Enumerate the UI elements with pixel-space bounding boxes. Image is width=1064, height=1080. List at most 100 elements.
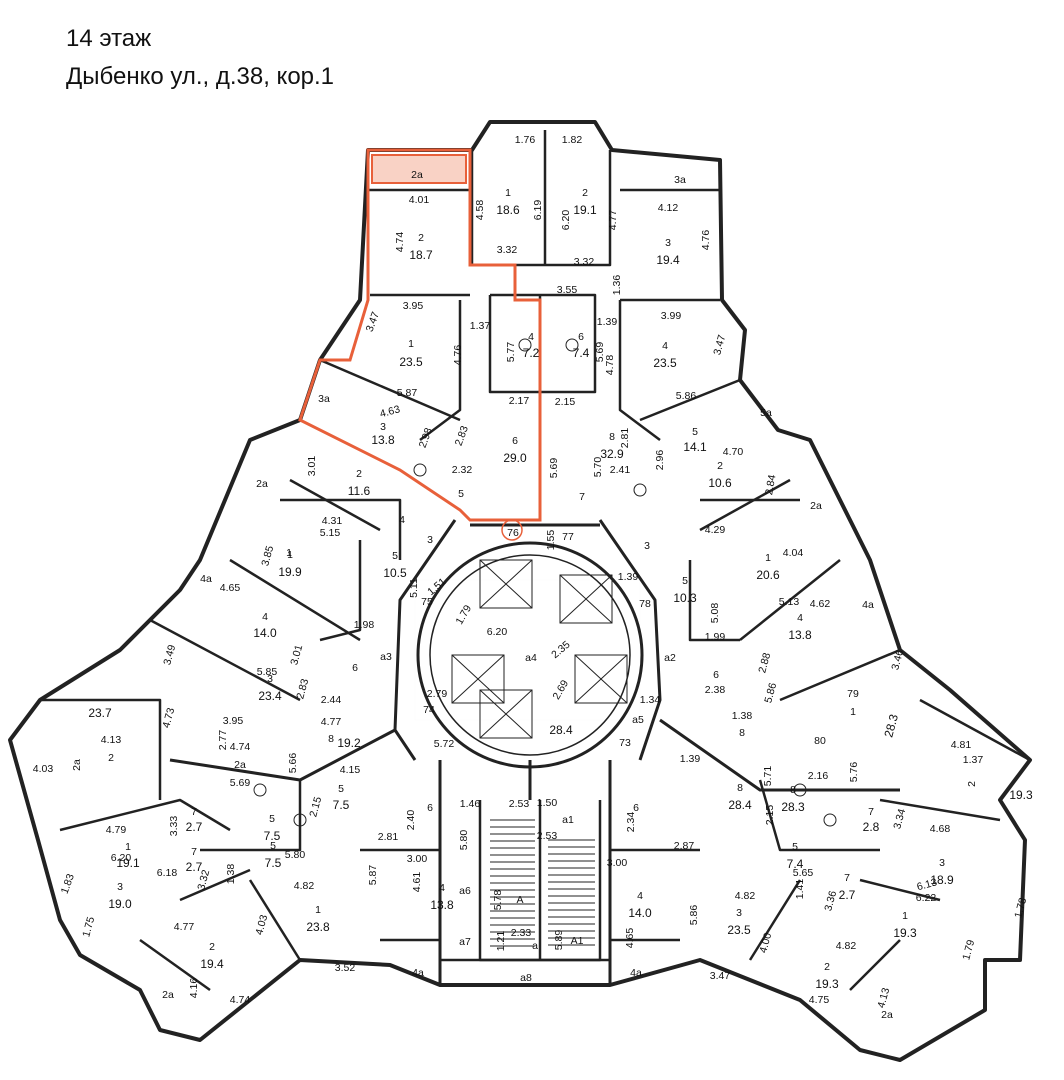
plan-label: a4 <box>525 652 537 664</box>
elevator-shaft <box>559 574 613 624</box>
plan-label: 4.16 <box>188 978 200 999</box>
plan-label: 78 <box>639 598 651 610</box>
plan-label: 6.22 <box>916 892 937 904</box>
plan-label: 3.32 <box>195 868 212 891</box>
plan-label: 4.74 <box>230 741 251 753</box>
plan-label: 1.75 <box>80 915 97 938</box>
plan-label: 5.76 <box>848 762 860 783</box>
highlight-balcony-fill <box>371 154 467 184</box>
plan-label: 5.85 <box>257 666 278 678</box>
sanitary-fixture <box>793 783 807 797</box>
plan-label: 1.50 <box>537 797 558 809</box>
sanitary-fixture <box>293 813 307 827</box>
plan-label: 2.83 <box>453 424 471 447</box>
plan-label: 5.78 <box>492 890 504 911</box>
plan-label: 4.65 <box>220 582 241 594</box>
plan-label: 2.79 <box>427 688 448 700</box>
plan-label: 2.34 <box>625 812 637 833</box>
plan-label: 4 <box>528 331 534 343</box>
wall-line <box>280 498 402 560</box>
plan-label: 3.00 <box>607 857 628 869</box>
plan-label: 19.4 <box>200 957 224 971</box>
plan-label: 1.79 <box>960 938 977 961</box>
wall-line <box>229 558 361 642</box>
plan-label: 2a <box>810 500 822 512</box>
plan-label: 4.62 <box>810 598 831 610</box>
plan-label: 4.13 <box>875 986 892 1009</box>
plan-label: a8 <box>520 972 532 984</box>
plan-label: 5.15 <box>320 527 341 539</box>
plan-label: 5 <box>682 575 688 587</box>
plan-label: 7.4 <box>787 857 804 871</box>
plan-label: 2 <box>209 941 215 953</box>
plan-label: 1.78 <box>1012 896 1029 919</box>
plan-label: 1.37 <box>963 754 984 766</box>
plan-label: 1 <box>505 187 511 199</box>
plan-label: 14.0 <box>253 626 277 640</box>
plan-label: 5 <box>269 813 275 825</box>
plan-label: 10.5 <box>383 566 407 580</box>
plan-label: 1.37 <box>470 320 491 332</box>
plan-label: 8 <box>790 784 796 796</box>
plan-label: 4.63 <box>379 403 402 420</box>
wall-line <box>639 378 741 422</box>
plan-label: 7.4 <box>573 346 590 360</box>
plan-label: 2.32 <box>452 464 473 476</box>
plan-label: 3.01 <box>288 643 305 666</box>
plan-label: 4 <box>399 514 405 526</box>
plan-label: 7.2 <box>523 346 540 360</box>
plan-label: 5.08 <box>709 603 721 624</box>
plan-label: 3 <box>267 673 273 685</box>
plan-label: 75 <box>421 596 433 608</box>
plan-label: 5.69 <box>594 342 606 363</box>
plan-label: 3 <box>380 421 386 433</box>
plan-label: 3 <box>939 857 945 869</box>
plan-label: 4.03 <box>33 763 54 775</box>
plan-label: 4 <box>797 612 803 624</box>
plan-label: 4.61 <box>411 872 423 893</box>
plan-label: 7 <box>868 806 874 818</box>
plan-label: 4.78 <box>604 355 616 376</box>
plan-label: 5.13 <box>779 596 800 608</box>
plan-label: 10.6 <box>708 476 732 490</box>
wall-line <box>139 938 211 992</box>
plan-label: 4 <box>262 611 268 623</box>
elevator-shaft <box>574 654 628 704</box>
plan-title: 14 этаж Дыбенко ул., д.38, кор.1 <box>66 20 334 96</box>
plan-label: 79 <box>847 688 859 700</box>
plan-label: 3.52 <box>335 962 356 974</box>
plan-label: 4.01 <box>409 194 430 206</box>
plan-label: 3 <box>736 907 742 919</box>
plan-label: 3.95 <box>403 300 424 312</box>
plan-label: 4.77 <box>321 716 342 728</box>
plan-label: 23.5 <box>727 923 751 937</box>
plan-label: 5 <box>458 488 464 500</box>
plan-label: 19.9 <box>278 565 302 579</box>
sanitary-fixture <box>518 338 532 352</box>
plan-label: A1 <box>571 935 584 947</box>
plan-label: 3.01 <box>306 456 318 477</box>
plan-label: 5.69 <box>230 777 251 789</box>
core-ring-inner <box>429 554 631 756</box>
sanitary-fixture <box>253 783 267 797</box>
plan-label: 14.1 <box>683 440 707 454</box>
plan-label: 2 <box>824 961 830 973</box>
plan-label: 1.82 <box>562 134 583 146</box>
plan-label: 6.20 <box>111 852 132 864</box>
elevator-cross <box>559 574 613 624</box>
wall-line <box>618 300 661 441</box>
building-address: Дыбенко ул., д.38, кор.1 <box>66 63 335 90</box>
plan-label: 3.99 <box>661 310 682 322</box>
plan-label: 2 <box>966 781 978 787</box>
plan-label: 6 <box>633 802 639 814</box>
plan-label: 2.96 <box>654 450 666 471</box>
plan-label: 2a <box>162 989 174 1001</box>
plan-label: a6 <box>459 885 471 897</box>
plan-label: 5.87 <box>397 387 418 399</box>
plan-label: 4.12 <box>658 202 679 214</box>
plan-label: 3 <box>427 534 433 546</box>
plan-label: 6 <box>512 435 518 447</box>
plan-label: a <box>532 940 538 952</box>
plan-label: 7.5 <box>333 798 350 812</box>
wall-line <box>859 878 941 902</box>
